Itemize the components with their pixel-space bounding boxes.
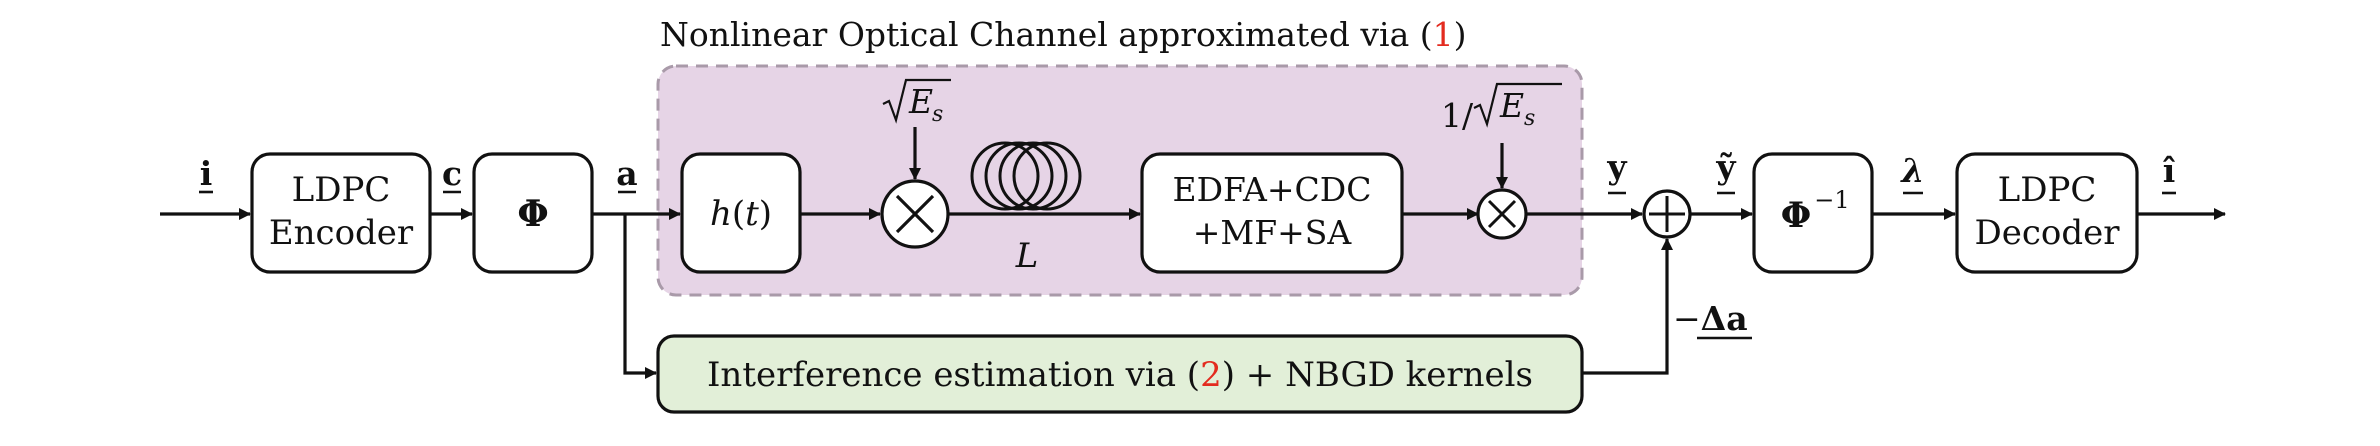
svg-text:−Δa: −Δa (1673, 299, 1748, 338)
svg-text:c: c (442, 154, 462, 193)
inverse-sqrt-es-label: 1/ E s (1441, 82, 1562, 135)
svg-text:λ: λ (1899, 151, 1924, 190)
arrow-interference-to-adder (1582, 238, 1673, 375)
decoder-label-line1: LDPC (1998, 170, 2097, 210)
input-scaling-multiplier (880, 179, 950, 249)
output-scaling-multiplier (1476, 188, 1528, 240)
svg-text:E: E (1499, 86, 1524, 125)
ldpc-decoder-block: LDPC Decoder (1955, 152, 2139, 274)
equation-reference-2: 2 (1200, 355, 1222, 395)
fiber-length-label: L (1015, 236, 1039, 276)
mapper-label: Φ (517, 193, 548, 235)
interference-label: Interference estimation via (2) + NBGD k… (707, 355, 1533, 395)
llr-signal-lambda: λ (1899, 151, 1925, 195)
svg-text:1/: 1/ (1441, 96, 1474, 135)
interference-estimation-block: Interference estimation via (2) + NBGD k… (656, 334, 1584, 414)
correction-signal-label: −Δa (1673, 299, 1752, 340)
svg-text:s: s (1524, 106, 1535, 131)
pulse-label: h(t) (710, 194, 772, 234)
output-signal-i-hat: î (2162, 151, 2176, 195)
channel-title: Nonlinear Optical Channel approximated v… (660, 15, 1467, 54)
input-signal-i: i (199, 154, 213, 194)
channel-output-signal-y: y (1606, 147, 1627, 195)
svg-text:E: E (908, 82, 933, 121)
fiber-coil-icon (970, 141, 1082, 211)
codeword-signal-c: c (442, 154, 462, 194)
demapper-label: Φ (1781, 195, 1812, 236)
equation-reference-1: 1 (1433, 15, 1454, 54)
sqrt-es-label: E s (882, 78, 951, 127)
ldpc-encoder-block: LDPC Encoder (250, 152, 432, 274)
svg-text:s: s (932, 102, 943, 127)
edfa-cdc-mf-sa-block: EDFA+CDC +MF+SA (1140, 152, 1404, 274)
svg-text:y: y (1606, 147, 1627, 186)
svg-text:ỹ: ỹ (1715, 147, 1736, 186)
edfa-label-line1: EDFA+CDC (1172, 170, 1371, 209)
svg-text:î: î (2163, 151, 2176, 190)
encoder-label-line2: Encoder (269, 213, 414, 253)
mapper-block: Φ (472, 152, 594, 274)
svg-text:a: a (616, 154, 637, 193)
symbol-signal-a: a (616, 154, 638, 194)
demapper-block: Φ −1 (1752, 152, 1874, 274)
edfa-label-line2: +MF+SA (1193, 213, 1353, 252)
demapper-exponent: −1 (1814, 186, 1849, 214)
corrected-signal-y-tilde: ỹ (1715, 147, 1736, 195)
decoder-label-line2: Decoder (1974, 213, 2120, 253)
encoder-label-line1: LDPC (292, 170, 391, 210)
svg-text:i: i (200, 154, 213, 193)
pulse-shaping-block: h(t) (680, 152, 802, 274)
arrow-branch-to-interference (623, 214, 657, 379)
adder-icon (1642, 189, 1692, 239)
